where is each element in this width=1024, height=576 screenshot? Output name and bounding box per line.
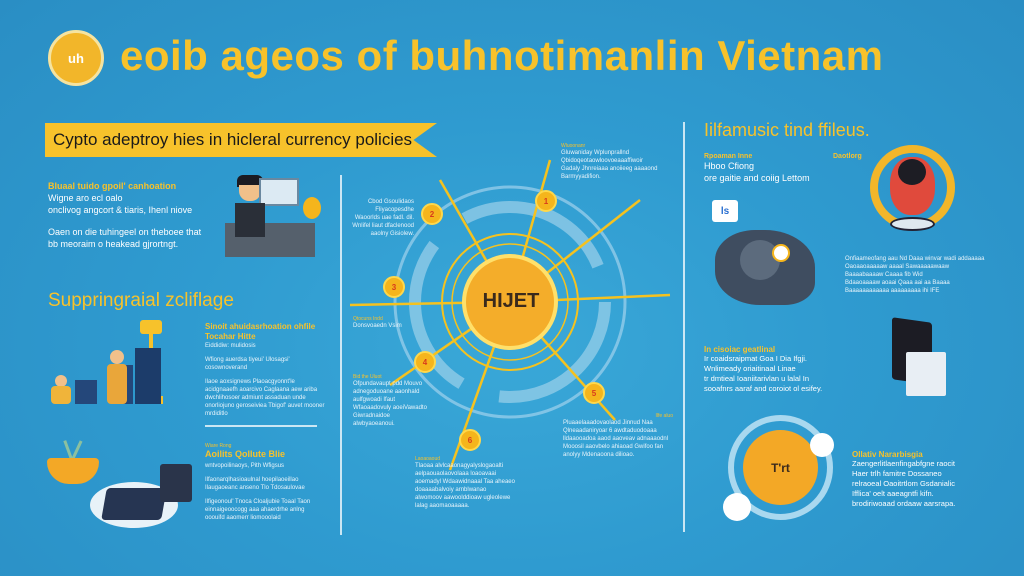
robot-illustration <box>870 145 955 240</box>
callout-text: Gluwaniday Wplunprallnd Qbidoqeotaowloov… <box>561 150 658 180</box>
robot-label: Daotlorg <box>833 153 862 160</box>
coin-text: HIJET <box>482 290 540 312</box>
right-intro: Rpoaman Inne Hboo Cfiong ore gaitie and … <box>704 153 844 184</box>
step-marker: 5 <box>583 382 605 404</box>
card-sub: wntvopoilinaoys, Pith Wfigsus <box>205 463 285 469</box>
bullet: Wfiong auerdsa tiyeui' Ulosagsi' cosowno… <box>205 357 290 371</box>
paragraph-line: Zaengerlitlaenfingabfgne raocit <box>852 459 955 468</box>
intro-line: onclivog angcort & tiaris, Ihenl niove <box>48 205 193 215</box>
card-divider <box>205 425 317 427</box>
callout: Wluoonanr Gluwaniday Wplunprallnd Qbidoq… <box>561 143 661 181</box>
robot-line: Oaoaaoaaaaaw aaaal Sawaaaaawaaw <box>845 264 950 270</box>
children-growth-illustration <box>45 320 185 410</box>
callout-text: Pluaaelaaadovaolaod Jinnud Naa Qlneaadan… <box>563 420 669 458</box>
intro-line: Hboo Cfiong <box>704 161 755 171</box>
paragraph-line: Wnlimeady oriaitinaal Linae <box>704 364 796 373</box>
callout-text: Donsvoaedn Vsim <box>353 323 402 329</box>
callout-label: Ilfe aluo <box>655 413 673 419</box>
intro-line: bb meoraim o heakead gjrortngt. <box>48 239 179 249</box>
card-heading: Aoilits Qollute Blie <box>205 449 286 459</box>
paragraph-line: Ifflica' oelt aaeagntfi kifn. <box>852 489 934 498</box>
coin <box>462 254 558 350</box>
plant-illustration <box>45 440 101 484</box>
robot-description: Onfiaameofang aau Nd Daaa winvar wadi ad… <box>845 255 1005 295</box>
step-marker: 6 <box>459 429 481 451</box>
banner-text: Cypto adeptroy hies in hicleral currency… <box>53 130 413 149</box>
bullet: Ilfigeonoul' Tnoca Cloaljubie Toaal Taon… <box>205 499 311 521</box>
card-sub: Eiddidiw: mulidosis <box>205 343 256 349</box>
intro-line: Wigne aro ecl oalo <box>48 193 123 203</box>
section-banner: Cypto adeptroy hies in hicleral currency… <box>45 123 437 157</box>
intro-line: Oaen on die tuhingeel on theboee that <box>48 227 202 237</box>
paragraph-line: Ir coaidsraipmat Goa I Dia Ifgji. <box>704 354 807 363</box>
callout-label: Qtocuns Indd <box>353 316 383 322</box>
paragraph-line: tr dmtieal Ioaniitarivlan u lalal In <box>704 374 810 383</box>
callout-text: Tlaoaa alvlcaaonagyalyslogaoalti aelpaou… <box>415 463 515 509</box>
paragraph-heading: Ollativ Nararbisgia <box>852 450 923 459</box>
tablet-illustration <box>890 317 950 398</box>
callout: Qtocuns Indd Donsvoaedn Vsim <box>353 316 403 330</box>
step-marker: 4 <box>414 351 436 373</box>
intro-heading: Bluaal tuido gpoil' canhoation <box>48 181 177 191</box>
step-marker: 1 <box>535 190 557 212</box>
card-heading: Sinoit ahuidasrhoation ohfile Tocahar Hi… <box>205 322 316 341</box>
step-marker: 2 <box>421 203 443 225</box>
map-badge-text: ls <box>720 205 730 217</box>
step-marker: 3 <box>383 276 405 298</box>
bullet: Ilfaonarqlhasioaulnal hoepilaoeillao Ila… <box>205 477 305 491</box>
section-title: Suppringraial zcliflage <box>48 290 234 311</box>
callout: Bid the Uluot Ofpundavaupt pdd Mouvo adn… <box>353 374 433 428</box>
bullet: Ilaoe aoxsignews Plaoacgyonnt'le acidgna… <box>205 379 325 417</box>
paragraph-line: relraoeal Oaoitrtlom Gsdanialic <box>852 479 955 488</box>
logo-text: uh <box>68 50 84 66</box>
right-title: Iilfamusic tind ffileus. <box>704 120 870 140</box>
robot-line: Baaaaaaaaaaaa aaaaaaaaa ihi IFE <box>845 288 940 294</box>
column-divider <box>340 175 342 535</box>
callout-text: Cbod Gsoulidaos Fliyacopesdhe Waoorlds u… <box>352 199 414 237</box>
robot-line: Baaaabaaaaw Caaaa fib Wid <box>845 272 923 278</box>
coin-network-illustration: T'rt <box>718 405 843 530</box>
right-paragraph-2: Ollativ Nararbisgia Zaengerlitlaenfingab… <box>852 450 987 509</box>
left-intro: Bluaal tuido gpoil' canhoation Wigne aro… <box>48 180 218 250</box>
wallet-illustration <box>90 460 195 532</box>
cycle-diagram <box>349 159 671 471</box>
right-paragraph-1: In cisoiac geatlinal Ir coaidsraipmat Go… <box>704 345 859 394</box>
callout-text: Ofpundavaupt pdd Mouvo adnegoduoane aaon… <box>353 381 427 427</box>
callout: Ilfe aluo Pluaaelaaadovaolaod Jinnud Naa… <box>563 413 673 459</box>
column-divider <box>683 122 685 532</box>
page-title: eoib ageos of buhnotimanlin Vietnam <box>120 32 884 79</box>
officer-illustration <box>225 175 325 257</box>
map-badge: ls <box>712 200 738 222</box>
paragraph-line: sooafnrs aaraf and coroiot ol esifey. <box>704 384 823 393</box>
vietnam-map-illustration: ls <box>710 200 820 305</box>
logo: uh <box>48 30 104 86</box>
callout-label: Bid the Uluot <box>353 374 382 380</box>
callout-label: Wluoonanr <box>561 143 586 149</box>
paragraph-heading: In cisoiac geatlinal <box>704 345 776 354</box>
support-card-2: Wiare Rong Aoilits Qollute Blie wntvopoi… <box>205 443 325 522</box>
intro-line: ore gaitie and coiig Lettom <box>704 173 810 183</box>
robot-line: Bdaaoaaaaw aoaai Qaaa aai aa Baaaa <box>845 280 950 286</box>
callout: Cbod Gsoulidaos Fliyacopesdhe Waoorlds u… <box>352 198 414 238</box>
callout: Laoaoaoud Tlaoaa alvlcaaonagyalyslogaoal… <box>415 456 515 510</box>
paragraph-line: Haer trlh famitre Dossaneo <box>852 469 942 478</box>
callout-label: Laoaoaoud <box>415 456 441 462</box>
support-card-1: Sinoit ahuidasrhoation ohfile Tocahar Hi… <box>205 322 325 418</box>
intro-label: Rpoaman Inne <box>704 153 753 160</box>
paragraph-line: brodiriwoaad ordaaw aarsrapa. <box>852 499 956 508</box>
robot-line: Onfiaameofang aau Nd Daaa winvar wadi ad… <box>845 256 985 262</box>
card-label: Wiare Rong <box>205 443 232 449</box>
